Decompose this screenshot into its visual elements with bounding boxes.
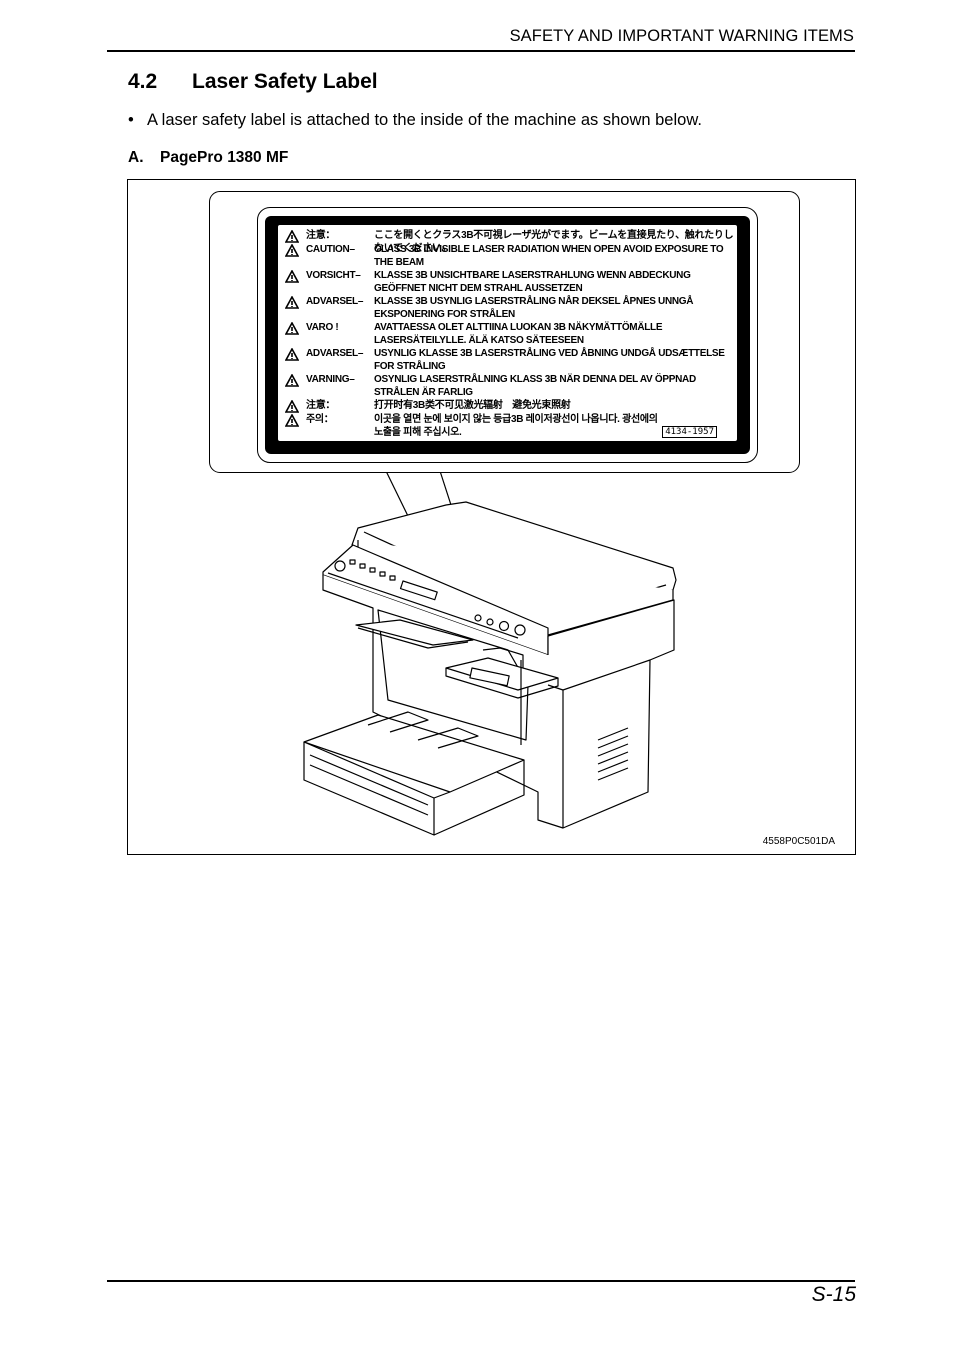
warning-text: 이곳을 열면 눈에 보이지 않는 등급3B 레이저광선이 나옵니다. 광선에의 … [374, 414, 658, 438]
warning-triangle-icon [285, 374, 299, 387]
subsection-letter: A. [128, 149, 144, 166]
warning-key: ADVARSEL– [306, 348, 364, 359]
section-title: Laser Safety Label [192, 70, 378, 93]
warning-key: 주의： [306, 414, 334, 425]
warning-text: AVATTAESSA OLET ALTTIINA LUOKAN 3B NÄKYM… [374, 322, 663, 346]
running-header: SAFETY AND IMPORTANT WARNING ITEMS [509, 27, 854, 45]
footer-rule [107, 1280, 855, 1282]
label-part-code: 4134-1957 [662, 426, 717, 438]
warning-text: KLASSE 3B USYNLIG LASERSTRÅLING NÅR DEKS… [374, 296, 694, 320]
warning-text: ここを開くとクラス3B不可視レーザ光がでます。ビームを直接見たり、触れたりしない… [374, 230, 734, 254]
warning-key: VORSICHT– [306, 270, 361, 281]
warning-text: OSYNLIG LASERSTRÅLNING KLASS 3B NÄR DENN… [374, 374, 696, 398]
page-number: S-15 [811, 1283, 856, 1306]
warning-triangle-icon [285, 230, 299, 243]
warning-key: 注意： [306, 400, 336, 411]
bullet-symbol: • [128, 111, 134, 129]
warning-key: VARNING– [306, 374, 355, 385]
warning-triangle-icon [285, 322, 299, 335]
warning-text: USYNLIG KLASSE 3B LASERSTRÅLING VED ÅBNI… [374, 348, 725, 372]
warning-key: CAUTION– [306, 244, 355, 255]
warning-key: VARO ! [306, 322, 339, 333]
subsection-title: PagePro 1380 MF [160, 149, 289, 166]
bullet-text: A laser safety label is attached to the … [147, 111, 702, 129]
warning-text: CLASS 3B INVISIBLE LASER RADIATION WHEN … [374, 244, 724, 268]
header-rule [107, 50, 855, 52]
label-warning-panel: 注意： ここを開くとクラス3B不可視レーザ光がでます。ビームを直接見たり、触れた… [278, 225, 737, 441]
subsection-heading: A. PagePro 1380 MF [128, 149, 288, 167]
warning-triangle-icon [285, 400, 299, 413]
warning-triangle-icon [285, 270, 299, 283]
label-callout-box: 注意： ここを開くとクラス3B不可視レーザ光がでます。ビームを直接見たり、触れた… [209, 191, 800, 473]
section-number: 4.2 [128, 70, 158, 93]
bullet-paragraph: • A laser safety label is attached to the… [128, 111, 702, 130]
warning-text: 打开时有3B类不可见激光辐射 避免光束照射 [374, 400, 571, 411]
warning-triangle-icon [285, 414, 299, 427]
section-heading: 4.2 Laser Safety Label [128, 70, 378, 94]
warning-triangle-icon [285, 244, 299, 257]
figure-frame: 注意： ここを開くとクラス3B不可視レーザ光がでます。ビームを直接見たり、触れた… [127, 179, 856, 855]
warning-triangle-icon [285, 348, 299, 361]
printer-illustration [303, 470, 677, 836]
warning-key: ADVARSEL– [306, 296, 364, 307]
warning-triangle-icon [285, 296, 299, 309]
laser-safety-label: 注意： ここを開くとクラス3B不可視レーザ光がでます。ビームを直接見たり、触れた… [257, 207, 758, 463]
warning-text: KLASSE 3B UNSICHTBARE LASERSTRAHLUNG WEN… [374, 270, 691, 294]
label-black-border: 注意： ここを開くとクラス3B不可視レーザ光がでます。ビームを直接見たり、触れた… [265, 216, 750, 454]
figure-code: 4558P0C501DA [762, 836, 835, 847]
warning-key: 注意： [306, 230, 336, 241]
